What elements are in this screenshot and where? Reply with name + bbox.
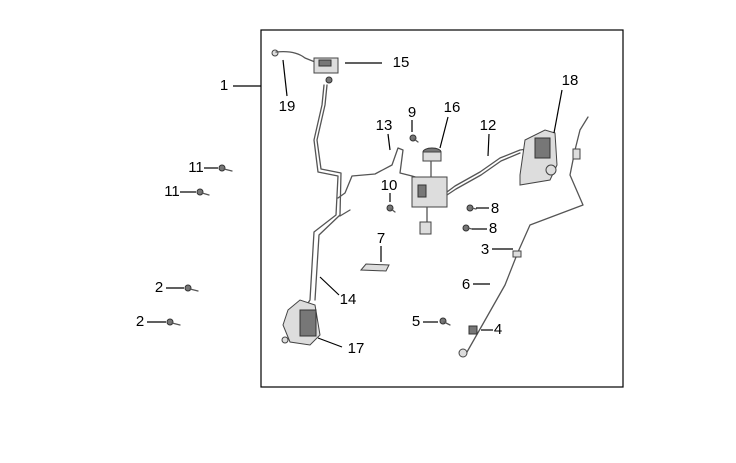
bolt-5 (439, 317, 451, 326)
master-cylinder (313, 57, 339, 84)
front-caliper (281, 299, 321, 346)
front-brake-lever (271, 49, 316, 63)
bolt-2a (184, 284, 199, 292)
callout-13: 13 (376, 117, 393, 134)
callout-2b: 2 (136, 313, 144, 330)
bolt-10 (386, 204, 396, 213)
clip-4 (468, 325, 478, 335)
callout-11b: 11 (164, 183, 180, 200)
callout-6: 6 (462, 276, 470, 293)
callout-1: 1 (220, 77, 228, 94)
callout-9: 9 (408, 104, 416, 121)
callout-2a: 2 (155, 279, 163, 296)
brake-pipe (458, 116, 589, 358)
bolts (166, 134, 478, 335)
callout-4: 4 (494, 321, 502, 338)
callout-14: 14 (340, 291, 357, 308)
callout-5: 5 (412, 313, 420, 330)
leader-lines (147, 59, 563, 348)
callout-8a: 8 (491, 200, 499, 217)
bolt-11b (196, 188, 210, 196)
callout-12: 12 (480, 117, 497, 134)
callout-11a: 11 (188, 159, 204, 176)
bolt-8a (466, 204, 477, 212)
callout-17: 17 (348, 340, 365, 357)
bolt-2b (166, 318, 181, 326)
reservoir-cap (422, 147, 442, 178)
callout-16: 16 (444, 99, 461, 116)
bolt-9 (409, 134, 419, 143)
callout-15: 15 (393, 54, 410, 71)
bolt-8b (462, 224, 473, 232)
assembly-frame (260, 29, 624, 388)
brake-hose-front (299, 84, 426, 316)
clamp-7 (359, 263, 390, 272)
abs-unit (411, 176, 448, 235)
callout-7: 7 (377, 230, 385, 247)
callout-10: 10 (381, 177, 398, 194)
rear-caliper (519, 129, 558, 186)
callout-8b: 8 (489, 220, 497, 237)
callout-18: 18 (562, 72, 579, 89)
brake-hose-rear (446, 147, 536, 196)
callout-19: 19 (279, 98, 296, 115)
callout-3: 3 (481, 241, 489, 258)
bolt-11a (218, 164, 233, 172)
